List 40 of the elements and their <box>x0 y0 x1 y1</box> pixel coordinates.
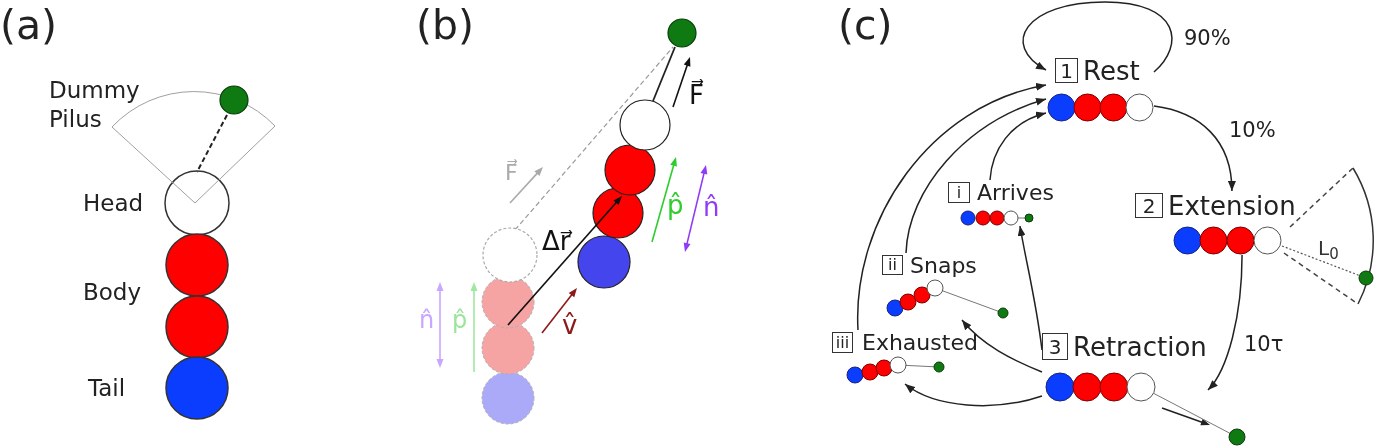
vector-symbol: n̂ <box>419 306 435 334</box>
arrow <box>1017 225 1043 351</box>
step-number: ii <box>882 255 903 275</box>
arrow <box>1153 105 1236 192</box>
state-label: Snaps <box>910 253 977 278</box>
vector-symbol: n̂ <box>703 192 720 222</box>
length-label: L$_{0}$ <box>1318 236 1339 260</box>
state-label: Extension <box>1168 191 1296 221</box>
arrow <box>1207 254 1243 391</box>
edge-label: 90% <box>1184 25 1231 51</box>
state-label: Exhausted <box>862 330 978 355</box>
arrow <box>989 112 1047 181</box>
edge-label: 10% <box>1229 117 1276 143</box>
step-number: 3 <box>1042 333 1068 360</box>
edge-label: 10τ <box>1244 331 1284 357</box>
part-label: Head <box>83 189 144 218</box>
step-number: 1 <box>1055 58 1078 83</box>
state-label: Retraction <box>1073 332 1207 362</box>
arrow <box>1022 1 1173 73</box>
panel-label: (c) <box>838 1 893 49</box>
vector-symbol: Δr⃗ <box>542 226 571 256</box>
arrow <box>905 98 1047 254</box>
part-label: Tail <box>88 374 126 403</box>
part-label: Dummy Pilus <box>49 76 141 134</box>
arrow <box>857 83 1047 331</box>
panel-label: (a) <box>0 1 58 49</box>
state-label: Arrives <box>977 180 1054 205</box>
arrow <box>961 319 1043 373</box>
vector-symbol: p̂ <box>452 306 468 334</box>
vector-symbol: v̂ <box>562 310 578 340</box>
arrow <box>904 383 1043 407</box>
state-label: Rest <box>1083 56 1140 86</box>
vector-symbol: F⃗ <box>505 160 518 186</box>
panel-label: (b) <box>416 1 475 49</box>
step-number: iii <box>832 332 853 353</box>
step-number: 2 <box>1135 193 1163 218</box>
part-label: Body <box>83 278 142 307</box>
vector-symbol: p̂ <box>667 190 684 220</box>
vector-symbol: F⃗ <box>689 80 704 110</box>
step-number: i <box>948 182 970 203</box>
